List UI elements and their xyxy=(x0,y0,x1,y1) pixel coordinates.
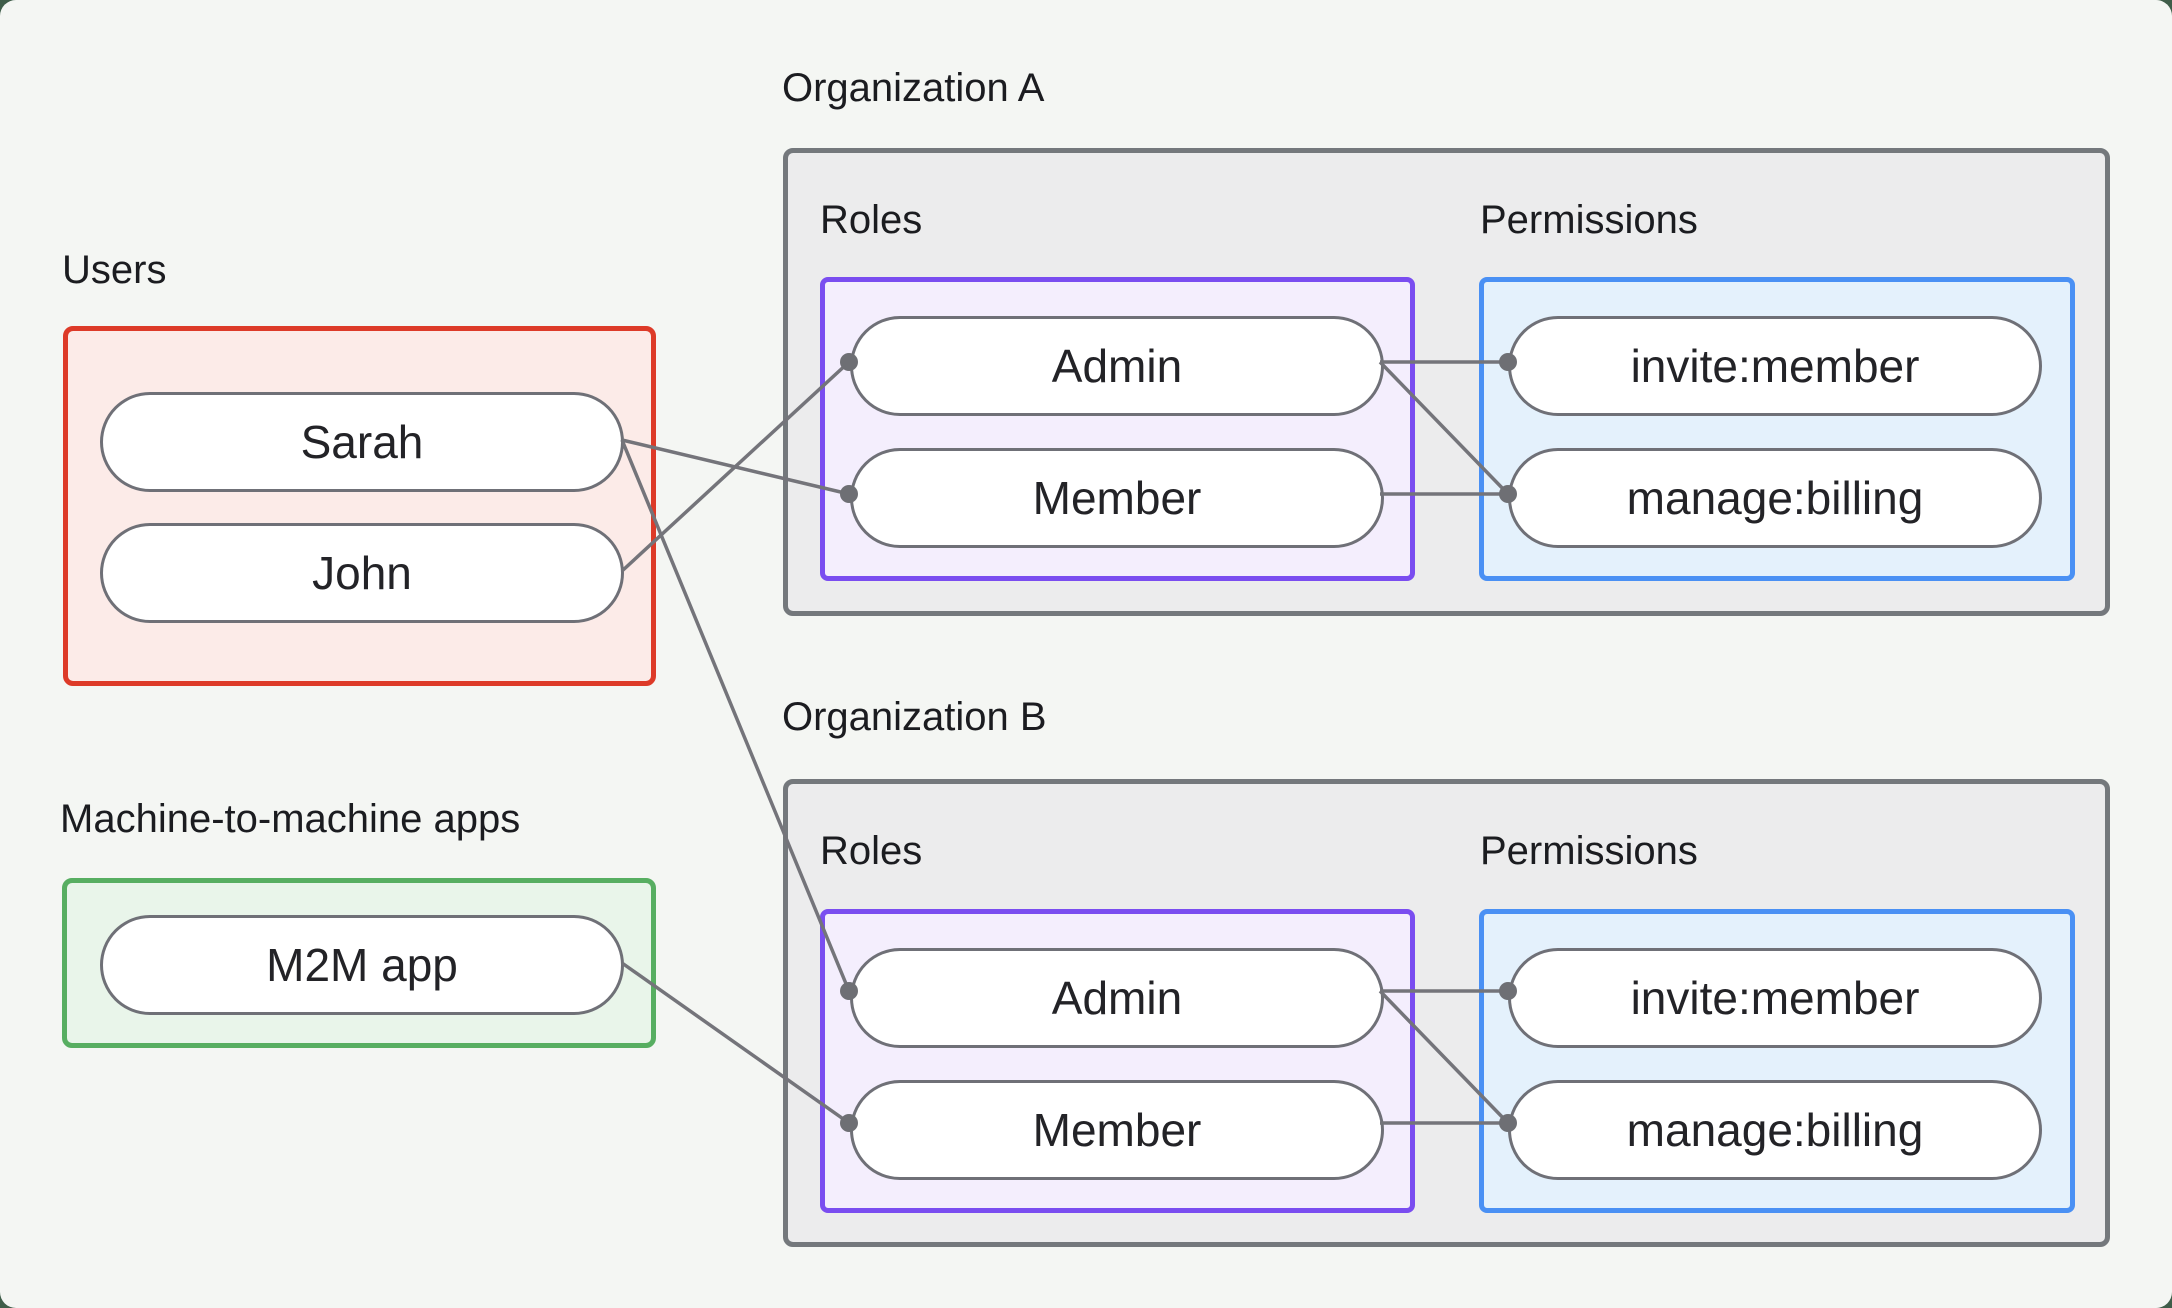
users-group-label: Users xyxy=(62,248,167,292)
org-a-permissions-box: invite:member manage:billing xyxy=(1479,277,2075,581)
org-a-permission-invite-member: invite:member xyxy=(1508,316,2042,416)
org-a-permission-manage-billing: manage:billing xyxy=(1508,448,2042,548)
org-a-role-member: Member xyxy=(850,448,1384,548)
org-b-permission-manage-billing: manage:billing xyxy=(1508,1080,2042,1180)
org-b-title: Organization B xyxy=(782,695,1047,739)
org-a-role-admin: Admin xyxy=(850,316,1384,416)
org-b-role-admin: Admin xyxy=(850,948,1384,1048)
org-a-title: Organization A xyxy=(782,66,1045,110)
m2m-group-label: Machine-to-machine apps xyxy=(60,797,521,841)
user-node-sarah: Sarah xyxy=(100,392,624,492)
org-a-permissions-heading: Permissions xyxy=(1480,198,1698,242)
org-a-roles-heading: Roles xyxy=(820,198,923,242)
org-b-roles-box: Admin Member xyxy=(820,909,1415,1213)
users-group-box: Sarah John xyxy=(63,326,656,686)
org-a-roles-box: Admin Member xyxy=(820,277,1415,581)
m2m-group-box: M2M app xyxy=(62,878,656,1048)
org-b-role-member: Member xyxy=(850,1080,1384,1180)
org-a-box: Roles Admin Member Permissions invite:me… xyxy=(783,148,2110,616)
m2m-app-node: M2M app xyxy=(100,915,624,1015)
org-b-permission-invite-member: invite:member xyxy=(1508,948,2042,1048)
org-b-box: Roles Admin Member Permissions invite:me… xyxy=(783,779,2110,1247)
org-b-roles-heading: Roles xyxy=(820,829,923,873)
org-b-permissions-box: invite:member manage:billing xyxy=(1479,909,2075,1213)
org-b-permissions-heading: Permissions xyxy=(1480,829,1698,873)
user-node-john: John xyxy=(100,523,624,623)
